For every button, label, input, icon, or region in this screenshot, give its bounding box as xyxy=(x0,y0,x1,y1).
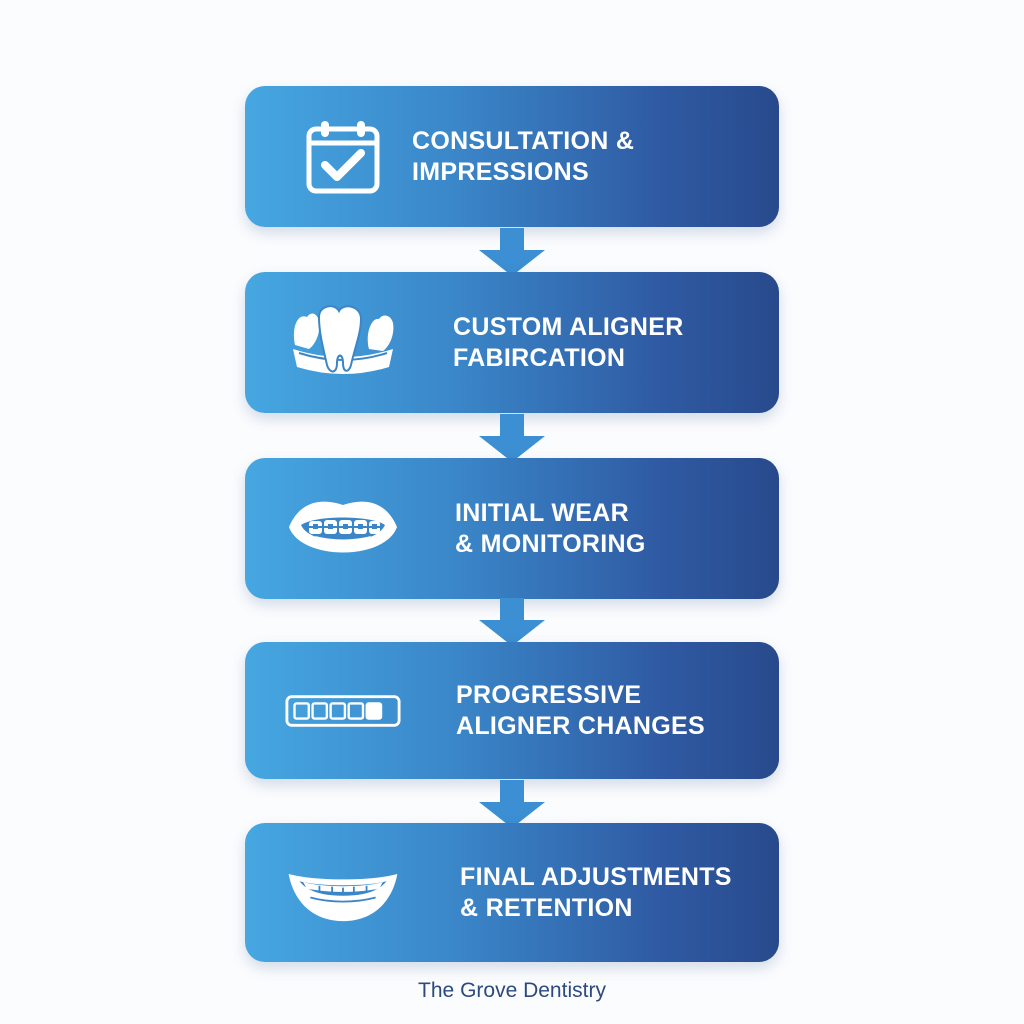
step-initial-wear: INITIAL WEAR & MONITORING xyxy=(245,458,779,599)
step-label: FINAL ADJUSTMENTS & RETENTION xyxy=(460,862,732,922)
progress-segment xyxy=(347,701,365,720)
step-final: FINAL ADJUSTMENTS & RETENTION xyxy=(245,823,779,962)
step-fabrication: CUSTOM ALIGNER FABIRCATION xyxy=(245,272,779,413)
progress-segment xyxy=(311,701,329,720)
calendar-check-icon xyxy=(285,117,401,197)
arrow-down-icon xyxy=(479,228,545,276)
smile-icon xyxy=(285,853,401,933)
progress-segment xyxy=(329,701,347,720)
progress-bar-icon xyxy=(285,671,401,751)
progress-segment xyxy=(293,701,310,720)
arrow-down-icon xyxy=(479,780,545,828)
step-consultation: CONSULTATION & IMPRESSIONS xyxy=(245,86,779,227)
mouth-braces-icon xyxy=(285,489,401,569)
arrow-down-icon xyxy=(479,414,545,462)
brand-name: The Grove Dentistry xyxy=(418,979,606,1002)
step-label: INITIAL WEAR & MONITORING xyxy=(455,498,646,558)
progress-segment xyxy=(365,701,383,720)
teeth-mold-icon xyxy=(285,303,401,383)
step-label: CONSULTATION & IMPRESSIONS xyxy=(412,126,635,186)
arrow-down-icon xyxy=(479,598,545,646)
step-label: CUSTOM ALIGNER FABIRCATION xyxy=(453,312,684,372)
step-label: PROGRESSIVE ALIGNER CHANGES xyxy=(456,680,705,740)
step-progressive: PROGRESSIVE ALIGNER CHANGES xyxy=(245,642,779,779)
